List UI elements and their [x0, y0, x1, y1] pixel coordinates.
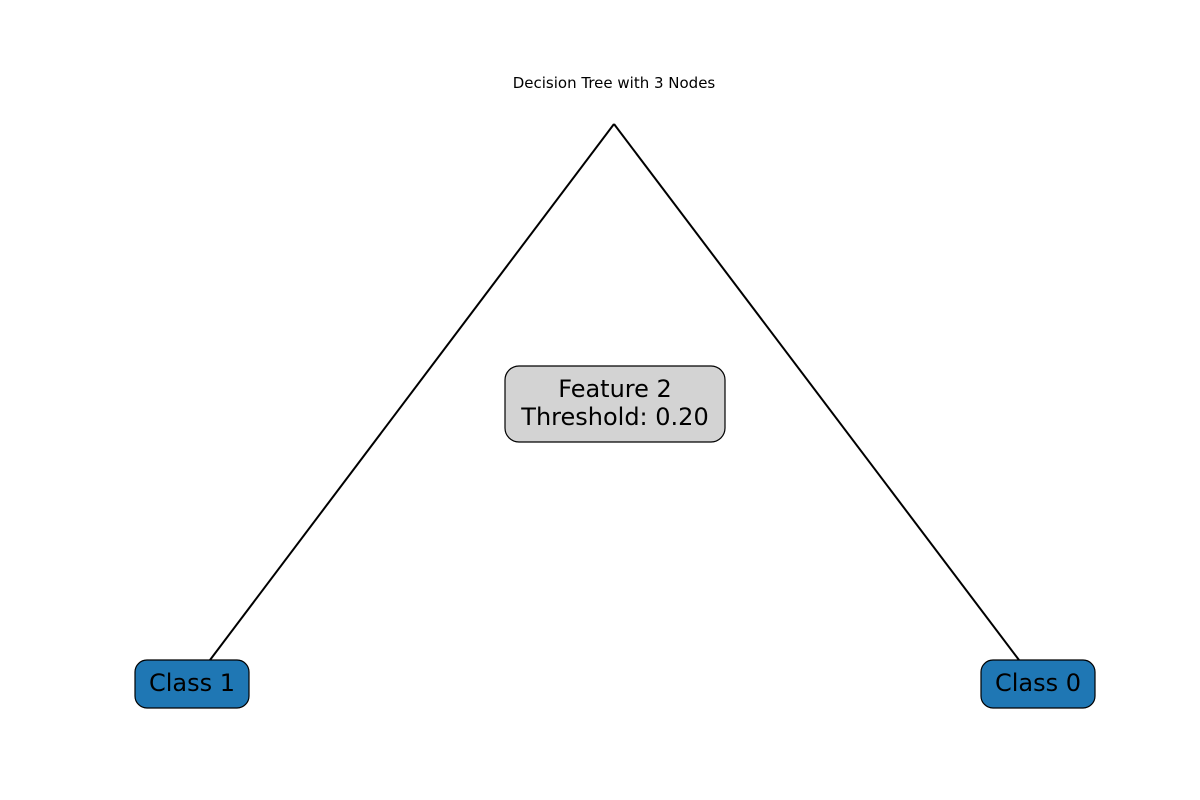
leaf-node-right: Class 0 [980, 659, 1096, 709]
edge-root-to-left-leaf [209, 123, 615, 661]
root-node-feature: Feature 2 [558, 375, 672, 403]
leaf-node-left-label: Class 1 [149, 669, 235, 697]
root-node: Feature 2 Threshold: 0.20 [504, 365, 726, 443]
root-node-box [504, 365, 726, 443]
leaf-node-left-box [134, 659, 250, 709]
leaf-node-left: Class 1 [134, 659, 250, 709]
edge-root-to-right-leaf [613, 123, 1020, 661]
diagram-title: Decision Tree with 3 Nodes [513, 74, 716, 92]
leaf-node-right-label: Class 0 [995, 669, 1081, 697]
root-node-threshold: Threshold: 0.20 [520, 403, 708, 431]
leaf-node-right-box [980, 659, 1096, 709]
